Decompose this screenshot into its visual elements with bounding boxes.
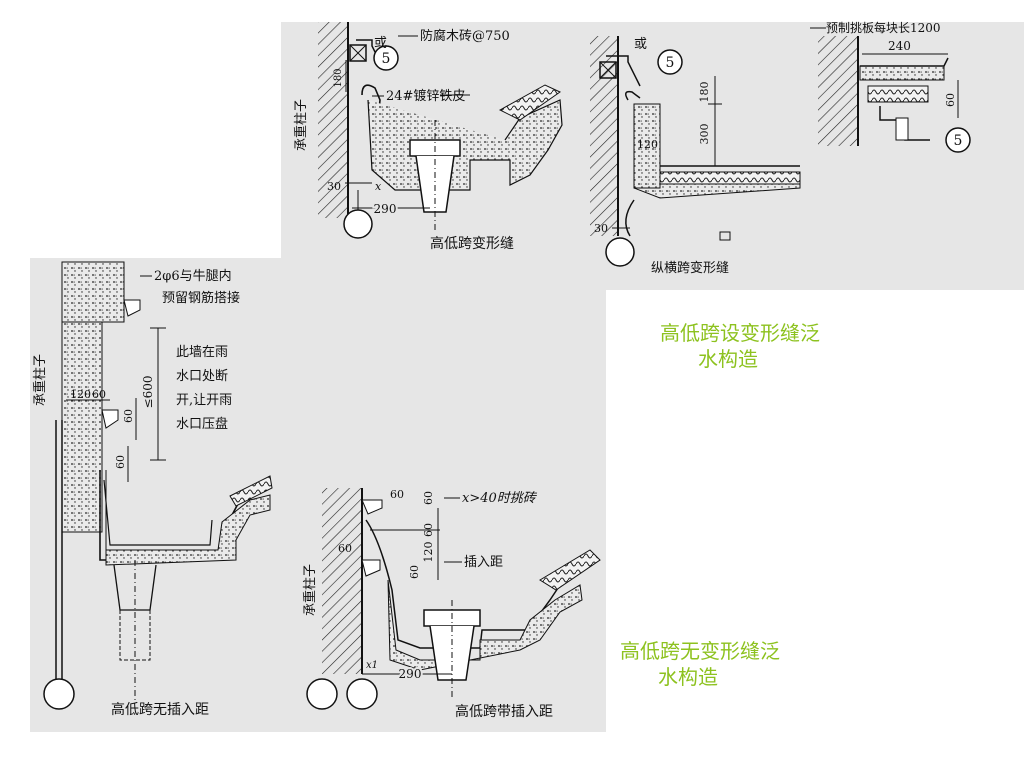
svg-text:60: 60 bbox=[92, 388, 106, 401]
svg-text:承重柱子: 承重柱子 bbox=[32, 354, 48, 406]
svg-text:180: 180 bbox=[333, 68, 344, 87]
svg-text:60: 60 bbox=[408, 565, 421, 579]
svg-text:开,让开雨: 开,让开雨 bbox=[176, 393, 232, 408]
drawing-precast-cantilever-slab: 预制挑板每块长1200 240 60 5 bbox=[810, 20, 971, 153]
caption-with-joint-line-1: 高低跨设变形缝泛 bbox=[660, 321, 820, 345]
drawing-no-insertion-distance: 2φ6与牛腿内 预留钢筋搭接 承重柱子 120 60 ≤600 此墙在雨 水口处… bbox=[32, 261, 273, 718]
svg-text:240: 240 bbox=[888, 39, 911, 53]
svg-text:≤600: ≤600 bbox=[141, 376, 155, 409]
svg-text:120: 120 bbox=[637, 138, 658, 151]
diagram-panel-bottom bbox=[30, 258, 606, 732]
drawing-with-insertion-distance: 承重柱子 60 60 60 60 120 60 x>40时挑砖 插入距 x1 2… bbox=[302, 488, 601, 720]
svg-text:防腐木砖@750: 防腐木砖@750 bbox=[420, 28, 510, 44]
caption-with-expansion-joint: 高低跨设变形缝泛 水构造 bbox=[660, 320, 820, 372]
svg-text:60: 60 bbox=[114, 455, 127, 469]
svg-text:30: 30 bbox=[327, 180, 341, 193]
svg-text:水口压盘: 水口压盘 bbox=[176, 416, 228, 432]
svg-text:插入距: 插入距 bbox=[464, 555, 503, 570]
svg-text:预制挑板每块长1200: 预制挑板每块长1200 bbox=[826, 20, 941, 35]
caption-with-insertion: 高低跨带插入距 bbox=[455, 703, 553, 720]
caption-longitudinal-joint: 纵横跨变形缝 bbox=[651, 260, 729, 276]
caption-without-joint-line-1: 高低跨无变形缝泛 bbox=[620, 639, 780, 663]
load-bearing-column bbox=[318, 22, 348, 218]
svg-text:2φ6与牛腿内: 2φ6与牛腿内 bbox=[154, 268, 232, 284]
svg-text:或: 或 bbox=[374, 36, 387, 51]
svg-text:此墙在雨: 此墙在雨 bbox=[176, 345, 228, 360]
svg-text:x>40时挑砖: x>40时挑砖 bbox=[462, 491, 538, 506]
svg-text:60: 60 bbox=[338, 542, 352, 555]
svg-text:180: 180 bbox=[698, 82, 711, 103]
caption-high-low-joint: 高低跨变形缝 bbox=[430, 235, 514, 252]
svg-text:承重柱子: 承重柱子 bbox=[302, 564, 318, 616]
caption-with-joint-line-2: 水构造 bbox=[698, 347, 758, 371]
svg-text:30: 30 bbox=[594, 222, 608, 235]
svg-text:290: 290 bbox=[374, 202, 397, 216]
svg-text:x1: x1 bbox=[366, 660, 378, 671]
wood-brick bbox=[349, 44, 367, 62]
drawing-longitudinal-transverse-joint: 或 5 180 300 120 30 纵横跨变形缝 bbox=[590, 36, 801, 276]
svg-text:5: 5 bbox=[954, 133, 963, 149]
svg-text:x: x bbox=[375, 180, 382, 193]
svg-text:60: 60 bbox=[390, 488, 404, 501]
svg-text:290: 290 bbox=[399, 667, 422, 681]
caption-without-expansion-joint: 高低跨无变形缝泛 水构造 bbox=[620, 638, 780, 690]
svg-text:60: 60 bbox=[122, 409, 135, 423]
svg-text:60: 60 bbox=[422, 491, 435, 505]
svg-text:24#镀锌铁皮: 24#镀锌铁皮 bbox=[386, 88, 465, 104]
drawing-high-low-span-expansion-joint: 5 或 防腐木砖@750 24#镀锌铁皮 承重柱子 180 30 x 290 高… bbox=[293, 22, 563, 252]
svg-text:300: 300 bbox=[698, 124, 711, 145]
svg-text:5: 5 bbox=[382, 51, 391, 67]
svg-text:120: 120 bbox=[70, 388, 91, 401]
caption-without-joint-line-2: 水构造 bbox=[658, 665, 718, 689]
svg-text:预留钢筋搭接: 预留钢筋搭接 bbox=[162, 290, 240, 306]
svg-text:60: 60 bbox=[944, 93, 957, 107]
caption-no-insertion: 高低跨无插入距 bbox=[111, 701, 209, 718]
axis-circle bbox=[343, 209, 373, 239]
svg-text:水口处断: 水口处断 bbox=[176, 369, 228, 384]
svg-text:5: 5 bbox=[666, 55, 675, 71]
svg-text:120: 120 bbox=[422, 542, 435, 563]
svg-text:承重柱子: 承重柱子 bbox=[293, 99, 309, 151]
detail-circle bbox=[373, 45, 399, 71]
svg-text:或: 或 bbox=[634, 37, 647, 52]
